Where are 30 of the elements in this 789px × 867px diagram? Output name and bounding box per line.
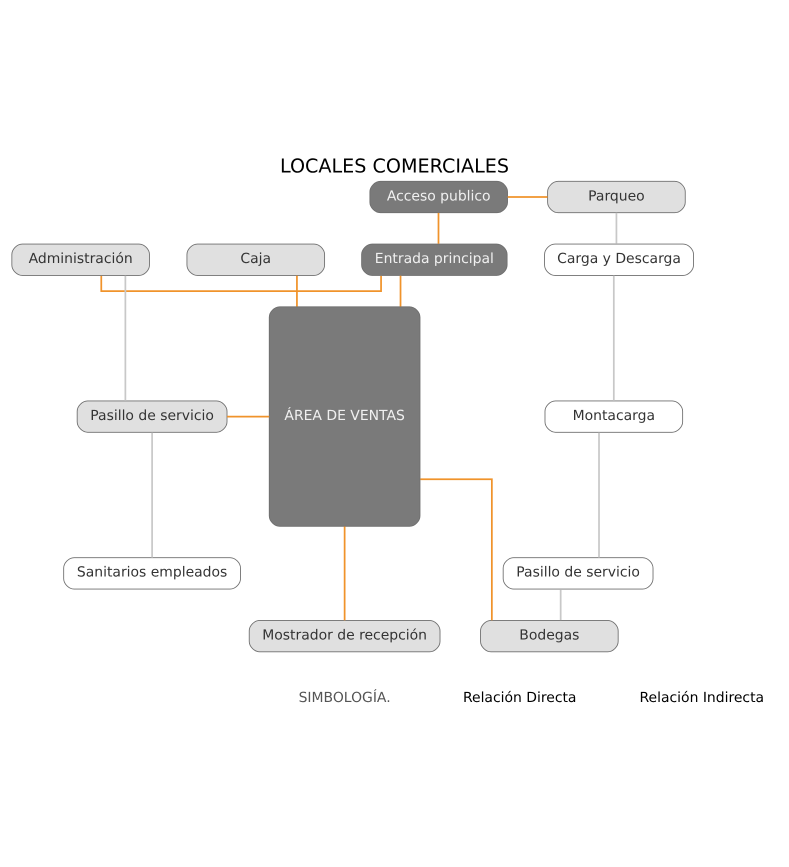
node-box: Administración bbox=[11, 243, 150, 276]
connector bbox=[616, 212, 618, 244]
connector bbox=[420, 478, 493, 620]
connector bbox=[560, 588, 562, 620]
node-box: Caja bbox=[186, 243, 326, 276]
node-box: Acceso publico bbox=[369, 180, 508, 213]
connector bbox=[296, 275, 298, 306]
connector bbox=[227, 415, 270, 417]
connector bbox=[508, 196, 548, 198]
node-box: Mostrador de recepción bbox=[248, 620, 440, 652]
connector bbox=[151, 432, 153, 558]
node-box: Bodegas bbox=[480, 620, 619, 652]
node-box: Montacarga bbox=[544, 400, 684, 432]
label: SIMBOLOGÍA. bbox=[298, 690, 391, 706]
node-box: Sanitarios empleados bbox=[63, 556, 241, 589]
node-box: Entrada principal bbox=[361, 243, 508, 276]
connector bbox=[438, 212, 440, 244]
diagram-title: LOCALES COMERCIALES bbox=[280, 154, 510, 177]
node-box: Parqueo bbox=[547, 180, 686, 213]
node-box: ÁREA DE VENTAS bbox=[268, 306, 420, 526]
connector bbox=[612, 275, 615, 400]
legend-label: Relación Indirecta bbox=[640, 690, 764, 706]
node-box: Carga y Descarga bbox=[544, 243, 694, 276]
connector bbox=[344, 526, 346, 620]
legend-label: Relación Directa bbox=[462, 690, 576, 706]
connector bbox=[400, 275, 402, 306]
connector bbox=[598, 432, 600, 558]
node-box: Pasillo de servicio bbox=[502, 556, 654, 589]
connector bbox=[124, 275, 126, 400]
node-box: Pasillo de servicio bbox=[76, 400, 228, 432]
